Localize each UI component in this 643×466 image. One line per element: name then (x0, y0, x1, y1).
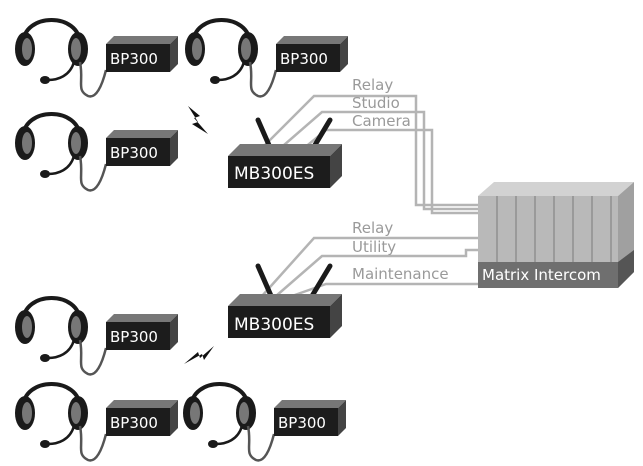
lower-line-label-3: Maintenance (352, 265, 449, 283)
beltpack-label: BP300 (110, 50, 158, 68)
headset-icon (181, 382, 276, 463)
camera-line-upper (291, 128, 478, 215)
beltpack-6: BP300 (181, 382, 346, 463)
maintenance-line-lower (291, 282, 478, 298)
lower-connection-lines (261, 236, 478, 298)
wireless-link-icon (184, 346, 214, 364)
studio-line-upper (275, 110, 478, 211)
wireless-link-icon (188, 106, 208, 134)
base-station-lower-label: MB300ES (234, 315, 314, 335)
headset-icon (183, 18, 278, 99)
beltpack-2: BP300 (183, 18, 348, 99)
beltpack-label: BP300 (110, 144, 158, 162)
base-station-upper: MB300ES (228, 117, 342, 188)
upper-line-label-2: Studio (352, 94, 400, 112)
lower-line-label-2: Utility (352, 238, 396, 256)
beltpack-4: BP300 (13, 296, 178, 377)
antenna-left (255, 263, 275, 301)
upper-line-label-3: Camera (352, 112, 411, 130)
headset-icon (13, 112, 108, 193)
beltpack-label: BP300 (280, 50, 328, 68)
beltpack-label: BP300 (278, 414, 326, 432)
beltpack-3: BP300 (13, 112, 178, 193)
upper-line-label-1: Relay (352, 76, 393, 94)
beltpack-label: BP300 (110, 414, 158, 432)
beltpack-1: BP300 (13, 18, 178, 99)
headset-icon (13, 296, 108, 377)
lower-line-label-1: Relay (352, 219, 393, 237)
relay-line-upper (261, 94, 478, 207)
relay-line-lower (261, 236, 478, 297)
beltpack-5: BP300 (13, 382, 178, 463)
antenna-right (309, 263, 333, 299)
base-station-lower: MB300ES (228, 263, 342, 338)
beltpack-label: BP300 (110, 328, 158, 346)
headset-icon (13, 18, 108, 99)
matrix-card-slots (496, 196, 612, 262)
matrix-intercom: Matrix Intercom (478, 182, 634, 288)
utility-line-lower (275, 248, 478, 297)
matrix-label: Matrix Intercom (482, 266, 601, 284)
headset-icon (13, 382, 108, 463)
upper-connection-lines (261, 94, 478, 215)
base-station-upper-label: MB300ES (234, 164, 314, 184)
